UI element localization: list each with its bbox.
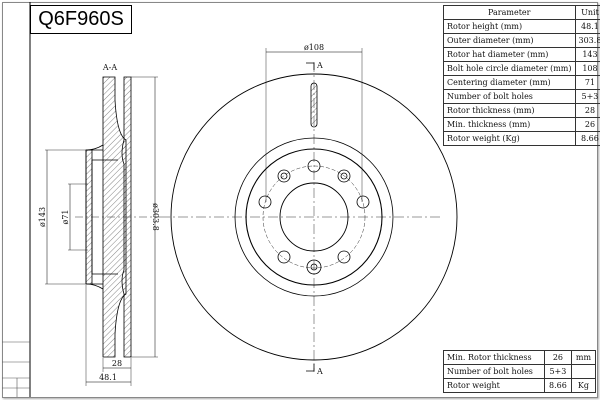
summary-value: 5+3 (543, 364, 572, 379)
summary-unit: mm (570, 350, 597, 365)
bolt-hole (307, 159, 321, 173)
height-dim: 48.1 (99, 373, 117, 382)
center-diameter-dim: ø71 (61, 210, 70, 225)
hat-diameter-dim: ø143 (38, 207, 47, 227)
parameters-table: Parameter Unit Rotor height (mm)48.1 Out… (443, 5, 600, 146)
summary-label: Rotor weight (443, 378, 545, 393)
param-label: Rotor hat diameter (mm) (443, 47, 576, 62)
title-block-grid (2, 341, 30, 397)
table-row: Centering diameter (mm)71 (443, 75, 600, 90)
param-value: 71 (574, 75, 600, 90)
param-value: 26 (574, 117, 600, 132)
param-label: Bolt hole circle diameter (mm) (443, 61, 576, 76)
section-marker-bottom: A (316, 367, 323, 376)
section-marker-top: A (316, 61, 323, 70)
bolt-hole (356, 195, 370, 209)
table-row: Min. thickness (mm)26 (443, 117, 600, 132)
summary-value: 26 (543, 350, 572, 365)
param-value: 108 (574, 61, 600, 76)
param-value: 5+3 (574, 89, 600, 104)
outer-diameter-dim: ø303.8 (151, 203, 160, 231)
param-label: Outer diameter (mm) (443, 33, 576, 48)
bolt-hole (277, 250, 291, 264)
param-value: 303.8 (574, 33, 600, 48)
param-value: 8.66 (574, 131, 600, 146)
front-view (160, 48, 458, 372)
bolt-hole (277, 169, 291, 183)
table-header: Parameter Unit (443, 5, 600, 20)
header-unit: Unit (574, 5, 600, 20)
summary-label: Number of bolt holes (443, 364, 545, 379)
table-row: Outer diameter (mm)303.8 (443, 33, 600, 48)
param-value: 143 (574, 47, 600, 62)
param-label: Rotor weight (Kg) (443, 131, 576, 146)
param-value: 28 (574, 103, 600, 118)
param-label: Rotor height (mm) (443, 19, 576, 34)
param-label: Rotor thickness (mm) (443, 103, 576, 118)
bolt-hole (258, 195, 272, 209)
table-row: Bolt hole circle diameter (mm)108 (443, 61, 600, 76)
bolt-hole (337, 250, 351, 264)
param-label: Centering diameter (mm) (443, 75, 576, 90)
table-row: Rotor weight (Kg)8.66 (443, 131, 600, 146)
header-parameter: Parameter (443, 5, 576, 20)
param-label: Number of bolt holes (443, 89, 576, 104)
param-value: 48.1 (574, 19, 600, 34)
summary-value: 8.66 (543, 378, 572, 393)
bolt-hole (306, 259, 322, 275)
table-row: Rotor hat diameter (mm)143 (443, 47, 600, 62)
section-label: A-A (102, 63, 117, 72)
table-row: Rotor height (mm)48.1 (443, 19, 600, 34)
table-row: Rotor thickness (mm)28 (443, 103, 600, 118)
thickness-dim: 28 (112, 359, 122, 368)
section-view (45, 76, 160, 386)
summary-unit (570, 364, 597, 379)
param-label: Min. thickness (mm) (443, 117, 576, 132)
summary-unit: Kg (570, 378, 597, 393)
bolt-hole (337, 169, 351, 183)
summary-label: Min. Rotor thickness (443, 350, 545, 365)
bolt-circle-dim: ø108 (304, 43, 324, 52)
